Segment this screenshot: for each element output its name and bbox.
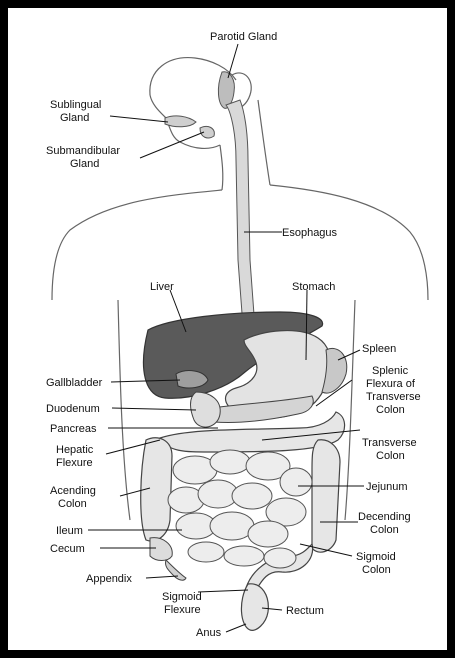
label-submandibular-gland-line2: Gland bbox=[70, 158, 99, 170]
label-hepatic-flexure-line2: Flexure bbox=[56, 457, 93, 469]
label-jejunum: Jejunum bbox=[366, 481, 408, 493]
label-sigmoid-colon-line2: Colon bbox=[362, 564, 391, 576]
label-parotid-gland: Parotid Gland bbox=[210, 31, 277, 43]
sublingual-gland-shape bbox=[165, 116, 196, 127]
label-sublingual-gland-line2: Gland bbox=[60, 112, 89, 124]
label-transverse-colon: Transverse bbox=[362, 437, 417, 449]
submandibular-gland-shape bbox=[200, 126, 214, 138]
appendix-shape bbox=[165, 560, 186, 580]
label-splenic-flexura-line3: Transverse bbox=[366, 391, 421, 403]
label-esophagus: Esophagus bbox=[282, 227, 338, 239]
label-duodenum: Duodenum bbox=[46, 403, 100, 415]
label-stomach: Stomach bbox=[292, 281, 335, 293]
upper-tract bbox=[165, 72, 256, 342]
label-acending-colon-line2: Colon bbox=[58, 498, 87, 510]
label-rectum: Rectum bbox=[286, 605, 324, 617]
label-appendix: Appendix bbox=[86, 573, 132, 585]
label-gallbladder: Gallbladder bbox=[46, 377, 103, 389]
label-sigmoid-flexure-line2: Flexure bbox=[164, 604, 201, 616]
label-splenic-flexura-line4: Colon bbox=[376, 404, 405, 416]
label-decending-colon-line2: Colon bbox=[370, 524, 399, 536]
label-acending-colon: Acending bbox=[50, 485, 96, 497]
label-decending-colon: Decending bbox=[358, 511, 411, 523]
esophagus-shape bbox=[226, 100, 256, 342]
small-intestine bbox=[168, 450, 312, 568]
cecum-shape bbox=[150, 538, 172, 561]
label-transverse-colon-line2: Colon bbox=[376, 450, 405, 462]
label-sublingual-gland: Sublingual bbox=[50, 99, 101, 111]
label-liver: Liver bbox=[150, 281, 174, 293]
label-ileum: Ileum bbox=[56, 525, 83, 537]
label-splenic-flexura-line2: Flexura of bbox=[366, 378, 416, 390]
label-splenic-flexura: Splenic bbox=[372, 365, 409, 377]
label-sigmoid-colon: Sigmoid bbox=[356, 551, 396, 563]
label-sigmoid-flexure: Sigmoid bbox=[162, 591, 202, 603]
label-spleen: Spleen bbox=[362, 343, 396, 355]
label-anus: Anus bbox=[196, 627, 222, 639]
label-submandibular-gland: Submandibular bbox=[46, 145, 120, 157]
label-pancreas: Pancreas bbox=[50, 423, 97, 435]
label-cecum: Cecum bbox=[50, 543, 85, 555]
label-hepatic-flexure: Hepatic bbox=[56, 444, 94, 456]
